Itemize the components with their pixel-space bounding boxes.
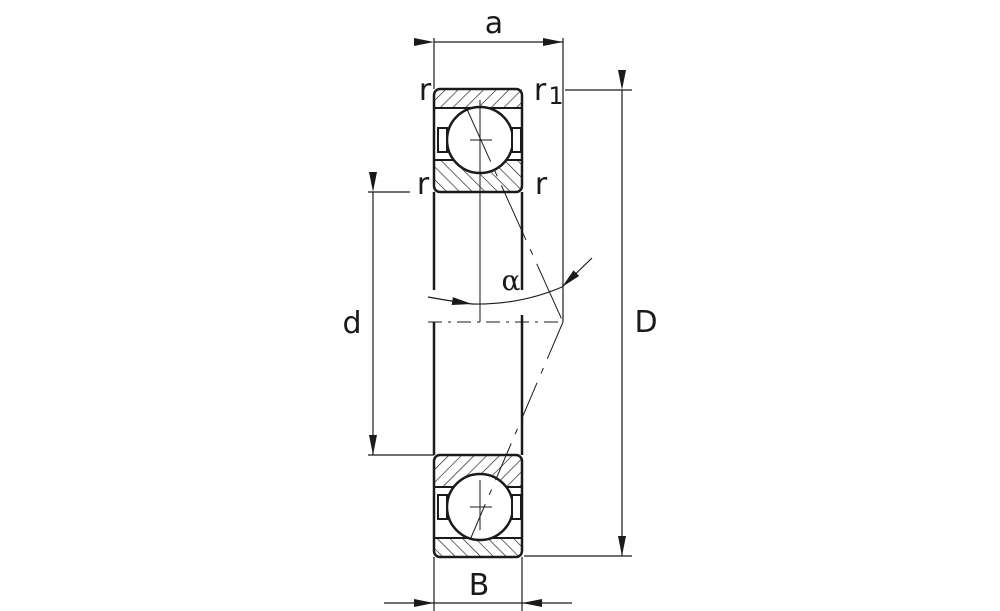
cage-left-top [437, 127, 448, 153]
radius-r1-label: r [534, 73, 547, 108]
dimension-d [368, 172, 434, 456]
cage-right-bottom [511, 494, 522, 520]
contact-line-top [465, 106, 564, 323]
radius-r-mid-left-label: r [417, 167, 430, 202]
bottom-bearing-section [432, 453, 524, 559]
top-bearing-section [432, 87, 524, 194]
contact-angle-alpha-label: α [502, 264, 521, 297]
radius-r-mid-right-label: r [535, 167, 548, 202]
width-B-label: B [469, 568, 490, 603]
outer-ring-hatch-top [434, 89, 522, 108]
radius-r-top-left-label: r [419, 73, 432, 108]
contact-line-bottom [469, 321, 564, 541]
dimension-D [524, 70, 632, 557]
outer-ring-hatch-bottom [434, 538, 522, 557]
outer-diameter-D-label: D [634, 305, 657, 340]
contact-angle-arc [427, 257, 593, 306]
cage-right-top [511, 127, 522, 153]
bore-diameter-d-label: d [342, 306, 361, 341]
cage-left-bottom [437, 494, 448, 520]
radius-r1-subscript: 1 [548, 82, 563, 110]
dimension-a-label: a [485, 6, 503, 41]
